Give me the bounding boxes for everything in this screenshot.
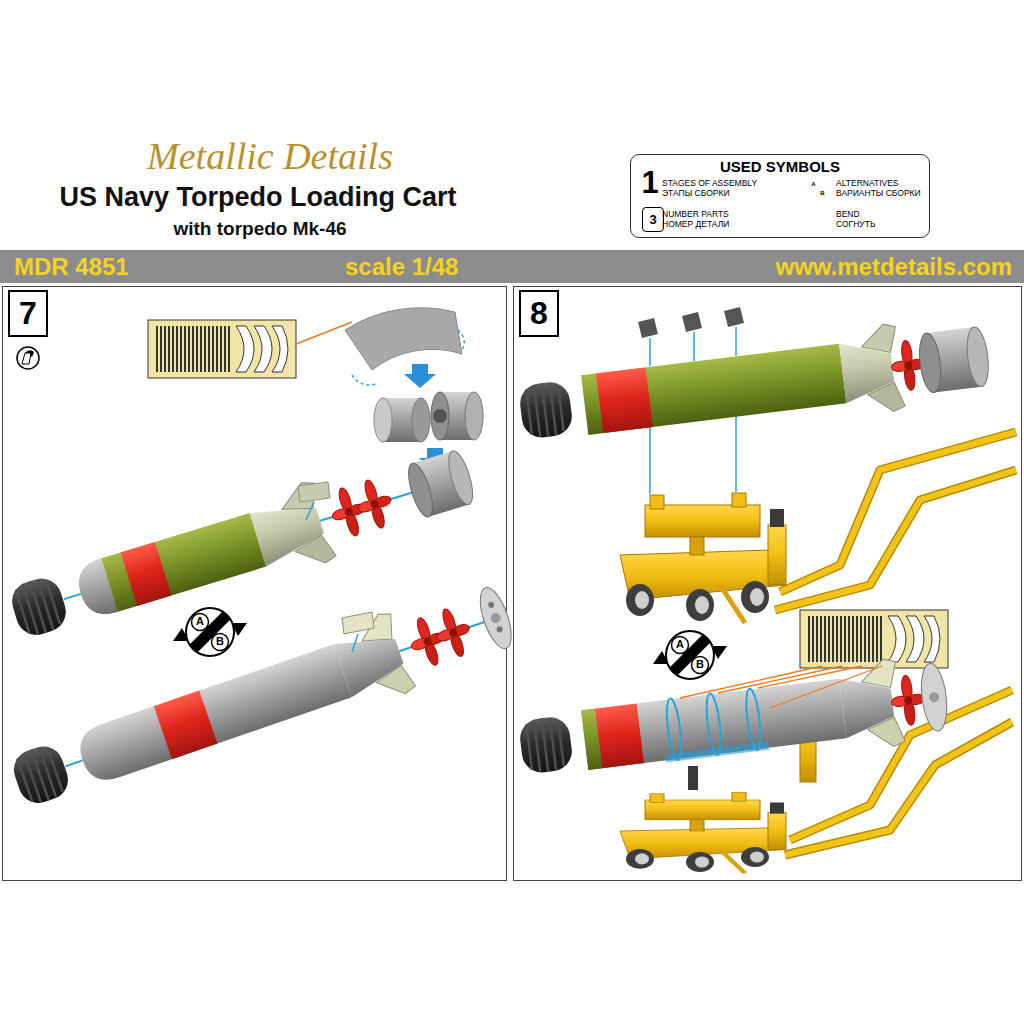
brand-name: Metallic Details (100, 134, 440, 178)
variant-letter: A (674, 638, 686, 652)
page-title: US Navy Torpedo Loading Cart (20, 182, 496, 213)
symbol-caption: BEND СОГНУТЬ (836, 209, 888, 229)
symbol-step-number: 1 (640, 165, 660, 201)
symbol-caption: ALTERNATIVES ВАРИАНТЫ СБОРКИ (836, 178, 928, 198)
step-number-text: 8 (530, 295, 548, 332)
variant-letter: A (194, 615, 206, 629)
box-heading: USED SYMBOLS (720, 158, 840, 175)
variant-letter: B (819, 190, 827, 198)
step-number-text: 7 (19, 295, 37, 332)
variant-letter: B (214, 635, 226, 649)
step-number: 7 (8, 290, 48, 337)
step-number-text: 3 (649, 212, 656, 227)
website: www.metdetails.com (690, 253, 1012, 281)
variant-letter: A (810, 181, 818, 189)
symbol-caption: NUMBER PARTS НОМЕР ДЕТАЛИ (662, 209, 752, 229)
product-code: MDR 4851 (14, 253, 214, 281)
scale-label: scale 1/48 (345, 253, 505, 281)
variant-letter: B (694, 658, 706, 672)
step-number: 8 (519, 290, 559, 337)
symbol-caption: STAGES OF ASSEMBLY ЭТАПЫ СБОРКИ (662, 178, 774, 198)
subtitle: with torpedo Mk-46 (60, 218, 460, 240)
number-part-box: 3 (642, 207, 664, 232)
